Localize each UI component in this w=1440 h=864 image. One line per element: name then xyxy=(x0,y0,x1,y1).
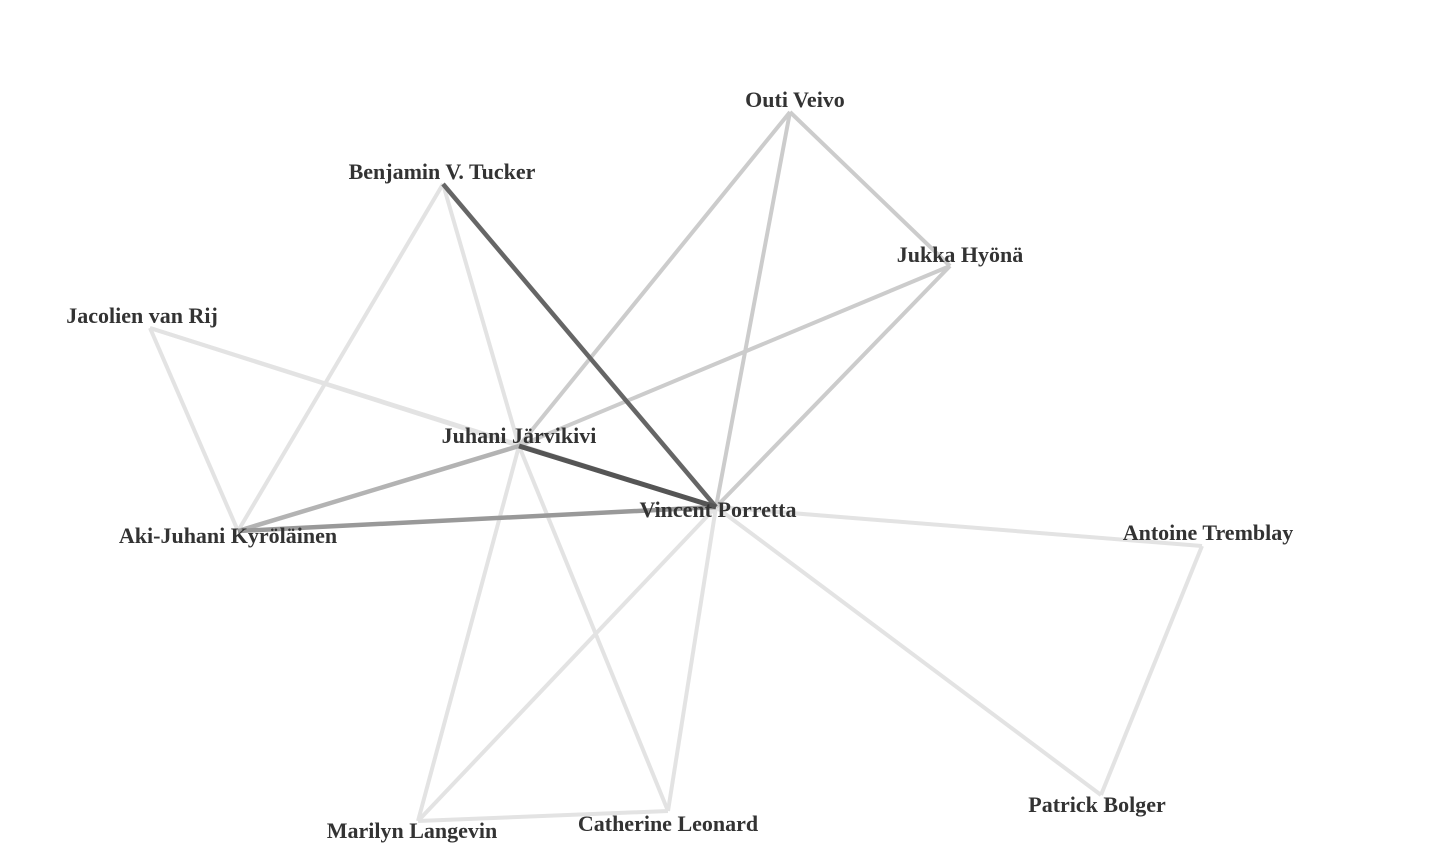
edge-juhani-vincent xyxy=(518,443,717,510)
edge-benjamin-vincent xyxy=(441,182,718,509)
edge-outi-juhani xyxy=(517,110,792,448)
edge-outi-vincent xyxy=(714,111,792,508)
edge-jacolien-aki xyxy=(148,327,240,532)
edge-vincent-catherine xyxy=(666,506,718,812)
node-label-juhani: Juhani Järvikivi xyxy=(442,423,597,448)
edge-marilyn-catherine xyxy=(417,809,669,823)
node-label-jacolien: Jacolien van Rij xyxy=(66,303,218,328)
node-label-catherine: Catherine Leonard xyxy=(578,811,758,836)
node-label-vincent: Vincent Porretta xyxy=(640,497,797,522)
node-label-patrick: Patrick Bolger xyxy=(1028,792,1166,817)
edge-juhani-aki xyxy=(237,443,520,534)
edge-jukka-vincent xyxy=(714,264,952,509)
edge-benjamin-juhani xyxy=(441,183,521,447)
node-label-aki: Aki-Juhani Kyröläinen xyxy=(119,523,337,548)
node-label-marilyn: Marilyn Langevin xyxy=(327,818,498,843)
edge-jukka-juhani xyxy=(518,264,951,448)
edge-vincent-aki xyxy=(237,504,717,534)
node-label-benjamin: Benjamin V. Tucker xyxy=(349,159,536,184)
node-label-antoine: Antoine Tremblay xyxy=(1123,520,1294,545)
edge-antoine-patrick xyxy=(1099,545,1204,796)
edge-juhani-catherine xyxy=(517,445,670,812)
node-label-jukka: Jukka Hyönä xyxy=(897,242,1024,267)
node-label-outi: Outi Veivo xyxy=(745,87,845,112)
edge-vincent-marilyn xyxy=(416,505,718,823)
edge-outi-jukka xyxy=(788,110,952,268)
edge-vincent-antoine xyxy=(715,505,1203,548)
edge-vincent-patrick xyxy=(714,505,1103,797)
edge-benjamin-aki xyxy=(236,182,445,533)
edge-juhani-marilyn xyxy=(416,445,521,822)
edge-layer xyxy=(148,110,1204,823)
